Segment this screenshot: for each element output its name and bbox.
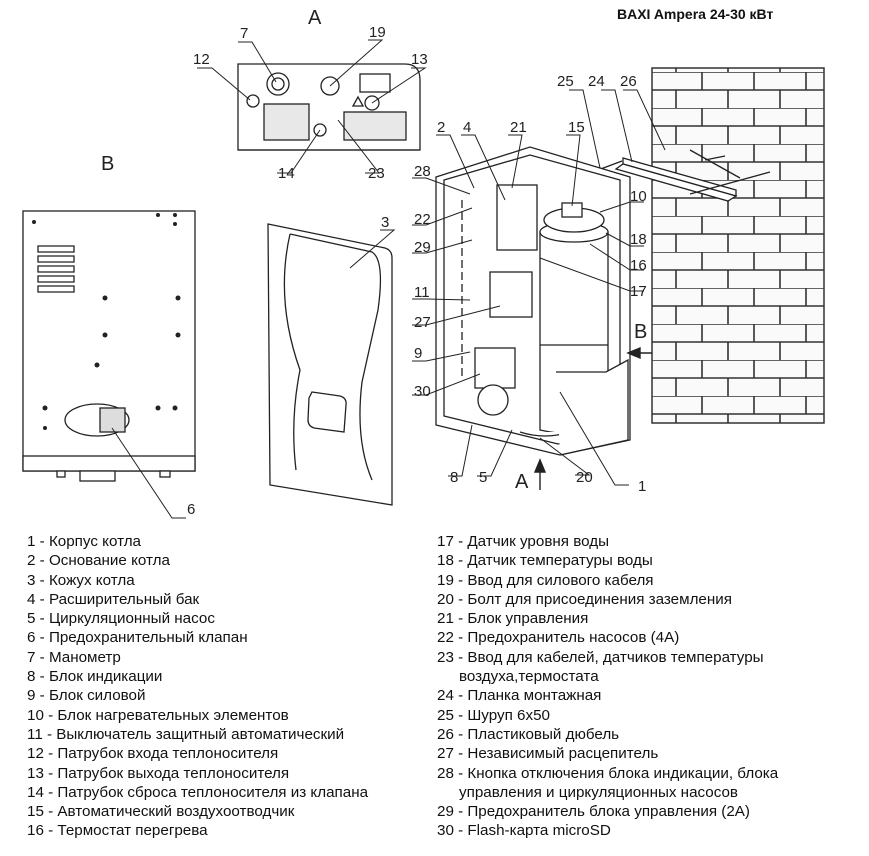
legend-item: 13 - Патрубок выхода теплоносителя <box>27 764 290 782</box>
view-a-top <box>237 63 421 151</box>
view-b-back <box>22 210 196 482</box>
callout-21: 21 <box>510 119 527 136</box>
callout-30: 30 <box>414 383 431 400</box>
legend-item-continuation: управления и циркуляционных насосов <box>459 783 739 801</box>
callout-numbers: 1 2 3 4 5 6 7 8 9 10 11 12 13 14 15 16 1… <box>187 24 647 518</box>
callout-5: 5 <box>479 469 487 486</box>
legend-item: 8 - Блок индикации <box>27 668 163 686</box>
callout-10: 10 <box>630 188 647 205</box>
callout-19: 19 <box>369 24 386 41</box>
callout-1: 1 <box>638 478 646 495</box>
callout-29: 29 <box>414 239 431 256</box>
callout-15: 15 <box>568 119 585 136</box>
legend-item: 16 - Термостат перегрева <box>27 822 208 840</box>
document-title: BAXI Ampera 24-30 кВт <box>617 6 774 22</box>
callout-16: 16 <box>630 257 647 274</box>
callout-13: 13 <box>411 51 428 68</box>
legend-right: 17 - Датчик уровня воды 18 - Датчик темп… <box>437 532 778 841</box>
legend-item: 19 - Ввод для силового кабеля <box>437 571 654 589</box>
view-b-label: B <box>101 153 114 175</box>
legend-item: 23 - Ввод для кабелей, датчиков температ… <box>437 648 764 666</box>
legend-item: 17 - Датчик уровня воды <box>437 533 610 550</box>
callout-22: 22 <box>414 211 431 228</box>
legend-item: 25 - Шуруп 6х50 <box>437 706 550 724</box>
callout-27: 27 <box>414 314 431 331</box>
callout-25: 25 <box>557 73 574 90</box>
boiler-body <box>435 146 631 456</box>
legend-item: 28 - Кнопка отключения блока индикации, … <box>437 764 779 782</box>
callout-6: 6 <box>187 501 195 518</box>
callout-3: 3 <box>381 214 389 231</box>
callout-26: 26 <box>620 73 637 90</box>
legend-item: 3 - Кожух котла <box>27 571 135 589</box>
brick-wall <box>651 67 825 430</box>
legend-item: 6 - Предохранительный клапан <box>27 629 248 647</box>
callout-14: 14 <box>278 165 295 182</box>
legend-item: 30 - Flash-карта microSD <box>437 822 611 840</box>
legend-left: 1 - Корпус котла 2 - Основание котла 3 -… <box>27 532 368 841</box>
legend-item: 22 - Предохранитель насосов (4А) <box>437 629 680 647</box>
legend-item: 26 - Пластиковый дюбель <box>437 725 620 743</box>
arrow-a-label: A <box>515 471 529 493</box>
legend-item: 9 - Блок силовой <box>27 687 146 705</box>
legend-item: 11 - Выключатель защитный автоматический <box>27 725 345 743</box>
callout-2: 2 <box>437 119 445 136</box>
callout-12: 12 <box>193 51 210 68</box>
callout-20: 20 <box>576 469 593 486</box>
legend-item: 7 - Манометр <box>27 648 121 666</box>
legend-item: 2 - Основание котла <box>27 552 170 570</box>
legend-item: 15 - Автоматический воздухоотводчик <box>27 803 295 821</box>
boiler-diagram: A B A B 1 2 3 4 5 6 7 8 9 10 11 12 13 14… <box>22 7 825 519</box>
view-labels: A B A B <box>101 7 647 493</box>
callout-24: 24 <box>588 73 605 90</box>
callout-8: 8 <box>450 469 458 486</box>
callout-9: 9 <box>414 345 422 362</box>
legend-item: 27 - Независимый расцепитель <box>437 745 659 763</box>
arrow-b-label: B <box>634 321 647 343</box>
boiler-cover <box>267 223 393 506</box>
legend-item: 24 - Планка монтажная <box>437 687 602 705</box>
legend-item: 20 - Болт для присоединения заземления <box>437 590 732 608</box>
legend-item: 21 - Блок управления <box>437 610 589 628</box>
legend-item: 4 - Расширительный бак <box>27 590 200 608</box>
callout-23: 23 <box>368 165 385 182</box>
callout-4: 4 <box>463 119 471 136</box>
callout-18: 18 <box>630 231 647 248</box>
callout-7: 7 <box>240 25 248 42</box>
leader-lines <box>111 39 666 519</box>
legend-item: 10 - Блок нагревательных элементов <box>27 706 289 724</box>
legend-item: 5 - Циркуляционный насос <box>27 610 215 628</box>
legend-item: 1 - Корпус котла <box>27 533 142 550</box>
legend-item-continuation: воздуха,термостата <box>459 668 599 686</box>
mounting-strip <box>597 149 771 202</box>
view-a-label: A <box>308 7 322 29</box>
legend-item: 12 - Патрубок входа теплоносителя <box>27 745 279 763</box>
legend-item: 18 - Датчик температуры воды <box>437 552 653 570</box>
callout-17: 17 <box>630 283 647 300</box>
legend-item: 14 - Патрубок сброса теплоносителя из кл… <box>27 783 369 801</box>
view-arrows <box>533 346 652 490</box>
callout-11: 11 <box>414 284 430 301</box>
callout-28: 28 <box>414 163 431 180</box>
legend-item: 29 - Предохранитель блока управления (2А… <box>437 803 750 821</box>
